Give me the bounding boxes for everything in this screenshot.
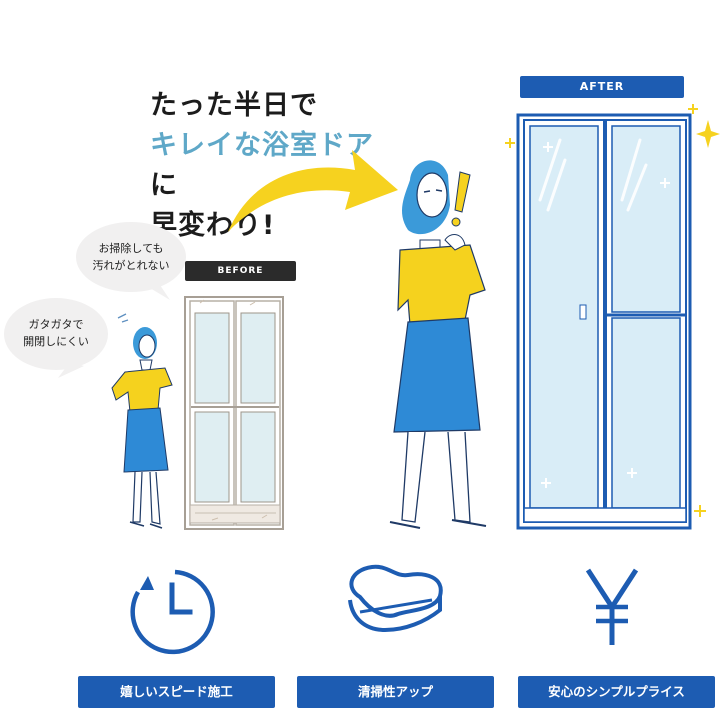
before-tag: BEFORE (185, 261, 296, 281)
headline-highlight: キレイな浴室ドア (150, 130, 374, 161)
headline-line2: キレイな浴室ドアに (150, 126, 390, 206)
speech-bubble-rattle: ガタガタで 開閉しにくい (4, 298, 108, 370)
feature-label-speed: 嬉しいスピード施工 (78, 676, 275, 708)
speech-bubble-dirt: お掃除しても 汚れがとれない (76, 222, 186, 292)
bubble-dirt-line2: 汚れがとれない (92, 259, 170, 272)
bubble-rattle-line2: 開閉しにくい (23, 335, 89, 348)
bubble-dirt-line1: お掃除しても (98, 242, 164, 255)
bubble-rattle-line1: ガタガタで (28, 318, 84, 331)
feature-label-price: 安心のシンプルプライス (518, 676, 715, 708)
headline-line1: たった半日で (150, 90, 318, 121)
feature-label-cleaning: 清掃性アップ (297, 676, 494, 708)
headline-suffix: に (150, 170, 178, 201)
after-tag: AFTER (520, 76, 684, 98)
